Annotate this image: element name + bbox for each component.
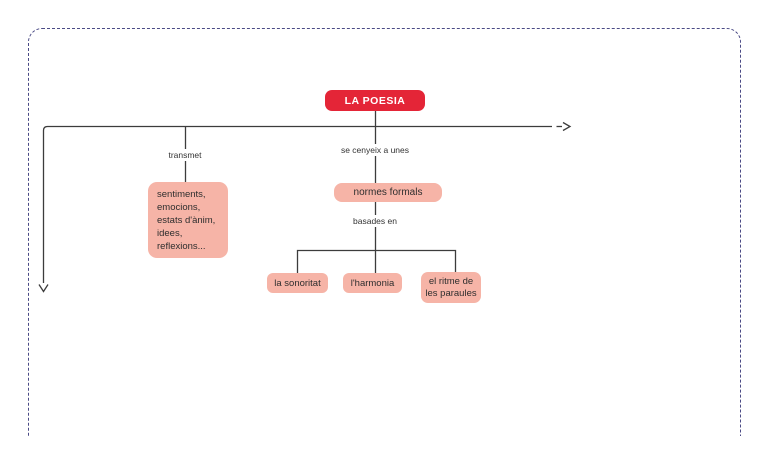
main-horizontal-connector bbox=[42, 125, 552, 283]
bottom-branch-connector bbox=[296, 249, 457, 273]
arrow-down-icon bbox=[38, 284, 49, 293]
root-node-la-poesia: LA POESIA bbox=[325, 90, 425, 111]
node-ritme-line-2: les paraules bbox=[425, 287, 477, 299]
edge-label-se-cenyeix: se cenyeix a unes bbox=[330, 144, 420, 156]
dashed-page-border bbox=[28, 28, 741, 436]
node-sentiments-line-4: idees, bbox=[157, 228, 183, 239]
node-sentiments: sentiments, emocions, estats d'ànim, ide… bbox=[148, 182, 228, 258]
node-l-harmonia: l'harmonia bbox=[343, 273, 402, 293]
node-el-ritme: el ritme de les paraules bbox=[421, 272, 481, 303]
edge-label-transmet: transmet bbox=[157, 149, 213, 161]
node-la-sonoritat: la sonoritat bbox=[267, 273, 328, 293]
edge-label-basades-en: basades en bbox=[347, 215, 403, 227]
node-sentiments-line-2: emocions, bbox=[157, 202, 201, 213]
node-sentiments-line-3: estats d'ànim, bbox=[157, 215, 216, 226]
node-sentiments-line-5: reflexions... bbox=[157, 241, 206, 252]
arrow-right-icon bbox=[562, 121, 572, 132]
node-ritme-line-1: el ritme de bbox=[428, 276, 474, 287]
root-node-label: LA POESIA bbox=[344, 94, 406, 107]
node-sentiments-line-1: sentiments, bbox=[157, 189, 206, 200]
node-normes-formals: normes formals bbox=[334, 183, 442, 202]
